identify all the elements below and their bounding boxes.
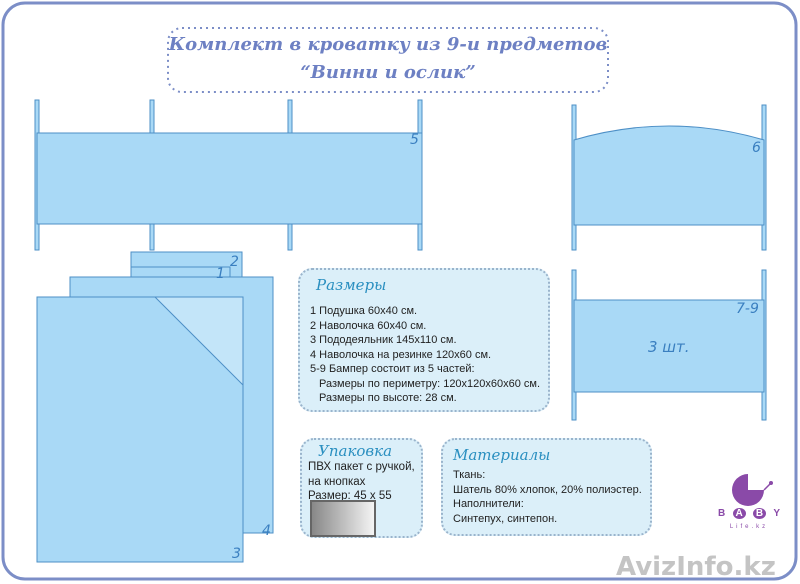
title-line-1: Комплект в кроватку из 9-и предметов xyxy=(168,34,608,55)
label-6: 6 xyxy=(752,140,761,156)
size-item: 3 Пододеяльник 145х110 см. xyxy=(310,334,457,346)
watermark: AvizInfo.kz xyxy=(616,552,776,582)
label-1: 1 xyxy=(216,266,225,282)
package-image xyxy=(310,500,376,537)
packing-panel: Упаковка ПВХ пакет с ручкой, на кнопках … xyxy=(300,438,423,538)
label-quantity: 3 шт. xyxy=(648,338,690,356)
label-5: 5 xyxy=(410,132,419,148)
logo-letter: B xyxy=(752,508,766,519)
label-3: 3 xyxy=(232,546,241,562)
logo-letter: Y xyxy=(773,508,780,519)
packing-heading: Упаковка xyxy=(318,442,393,460)
materials-line: Синтепух, синтепон. xyxy=(453,512,558,525)
size-item: 5-9 Бампер состоит из 5 частей: xyxy=(310,363,475,375)
bumper-5 xyxy=(34,99,423,251)
size-item: 1 Подушка 60х40 см. xyxy=(310,305,418,317)
sizes-panel: Размеры 1 Подушка 60х40 см. 2 Наволочка … xyxy=(298,268,550,412)
size-item: 4 Наволочка на резинке 120х60 см. xyxy=(310,348,492,361)
packing-line: на кнопках xyxy=(308,475,366,488)
sizes-heading: Размеры xyxy=(316,276,387,294)
size-item: 2 Наволочка 60х40 см. xyxy=(310,319,427,332)
size-item: Размеры по периметру: 120х120х60х60 см. xyxy=(319,377,541,390)
logo-letter: A xyxy=(732,508,746,519)
materials-line: Ткань: xyxy=(453,469,486,481)
bumper-7-9 xyxy=(571,269,767,421)
materials-panel: Материалы Ткань: Шатель 80% хлопок, 20% … xyxy=(441,438,652,536)
stroller-icon xyxy=(732,474,773,506)
logo-subtitle: Life.kz xyxy=(729,524,769,530)
bumper-6 xyxy=(571,104,767,251)
size-item: Размеры по высоте: 28 см. xyxy=(319,392,457,404)
babylife-logo: B A B Y Life.kz xyxy=(718,472,780,532)
packing-line: Размер: 45 x 55 xyxy=(308,490,392,502)
title-line-2: “Винни и ослик” xyxy=(300,62,476,83)
materials-line: Шатель 80% хлопок, 20% полиэстер. xyxy=(453,483,642,496)
materials-heading: Материалы xyxy=(453,446,551,464)
packing-line: ПВХ пакет с ручкой, xyxy=(308,461,415,473)
title-frame xyxy=(167,27,609,93)
label-2: 2 xyxy=(230,254,239,270)
label-7-9: 7-9 xyxy=(736,301,759,317)
logo-letter: B xyxy=(718,508,726,519)
materials-line: Наполнители: xyxy=(453,498,524,510)
label-4: 4 xyxy=(262,523,271,539)
